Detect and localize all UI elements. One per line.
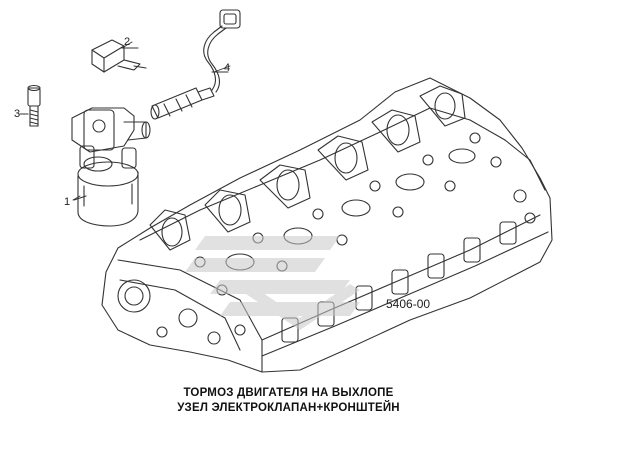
caption-line-2: УЗЕЛ ЭЛЕКТРОКЛАПАН+КРОНШТЕЙН (177, 402, 400, 414)
leader-lines (19, 41, 231, 201)
callout-part-4: 4 (224, 62, 231, 74)
callout-part-3: 3 (14, 108, 21, 120)
callout-part-1: 1 (64, 196, 71, 208)
cylinder-head-drawing (101, 77, 553, 373)
drawing-code: 5406-00 (386, 297, 431, 311)
watermark-logo (185, 236, 360, 330)
sensor-with-cable-drawing (150, 9, 241, 120)
bracket-clip-drawing (91, 39, 147, 73)
solenoid-valve-body-drawing (71, 107, 151, 227)
bolt-drawing (21, 84, 41, 127)
caption-line-1: ТОРМОЗ ДВИГАТЕЛЯ НА ВЫХЛОПЕ (183, 387, 394, 399)
callout-part-2: 2 (124, 36, 131, 48)
